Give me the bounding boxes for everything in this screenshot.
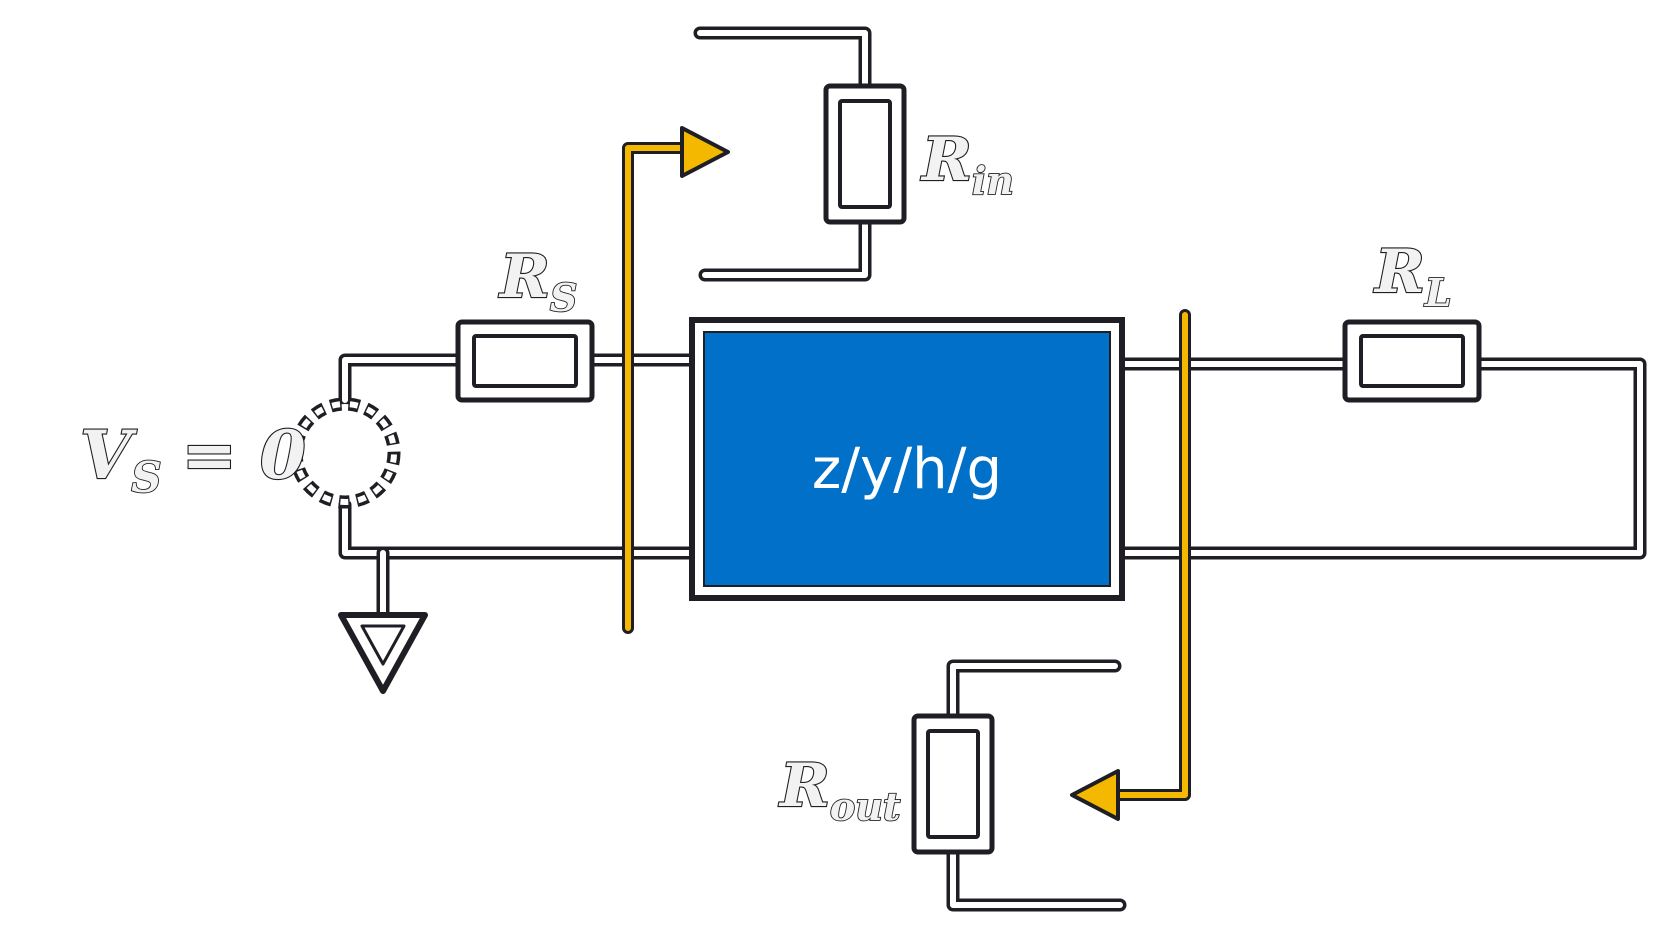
voltage-source-icon (289, 397, 401, 509)
rs-subscript: S (550, 275, 577, 320)
rout-subcircuit (911, 659, 1127, 912)
resistor-rl (1342, 319, 1482, 403)
label-rout: Rout (777, 750, 902, 830)
two-port-block: z/y/h/g (689, 317, 1125, 601)
svg-text:RL: RL (1373, 237, 1452, 315)
rin-subscript: in (972, 158, 1014, 203)
svg-text:Rin: Rin (920, 125, 1014, 203)
svg-text:VS= 0: VS = 0 (80, 416, 306, 502)
ground-icon (338, 612, 428, 694)
rout-subscript: out (830, 784, 901, 829)
circuit-wires (338, 353, 1647, 622)
rs-symbol: R (498, 242, 550, 312)
svg-text:RS: RS (498, 242, 577, 320)
block-label: z/y/h/g (812, 437, 1002, 502)
label-rl: RL (1372, 236, 1453, 316)
rin-subcircuit (693, 26, 907, 282)
output-probe-arrow (1070, 309, 1191, 821)
label-rs: RS (497, 241, 578, 321)
input-probe-arrow (622, 126, 730, 634)
label-vs: VS = 0 (79, 415, 307, 503)
rout-symbol: R (778, 751, 830, 821)
vs-value: = 0 (182, 416, 306, 494)
vs-subscript: S (131, 453, 161, 502)
vs-symbol: V (80, 416, 137, 494)
resistor-rs (455, 319, 595, 403)
svg-text:Rout: Rout (778, 751, 901, 829)
rl-symbol: R (1373, 237, 1425, 307)
label-rin: Rin (919, 124, 1015, 204)
rin-symbol: R (920, 125, 972, 195)
rl-subscript: L (1424, 270, 1452, 315)
